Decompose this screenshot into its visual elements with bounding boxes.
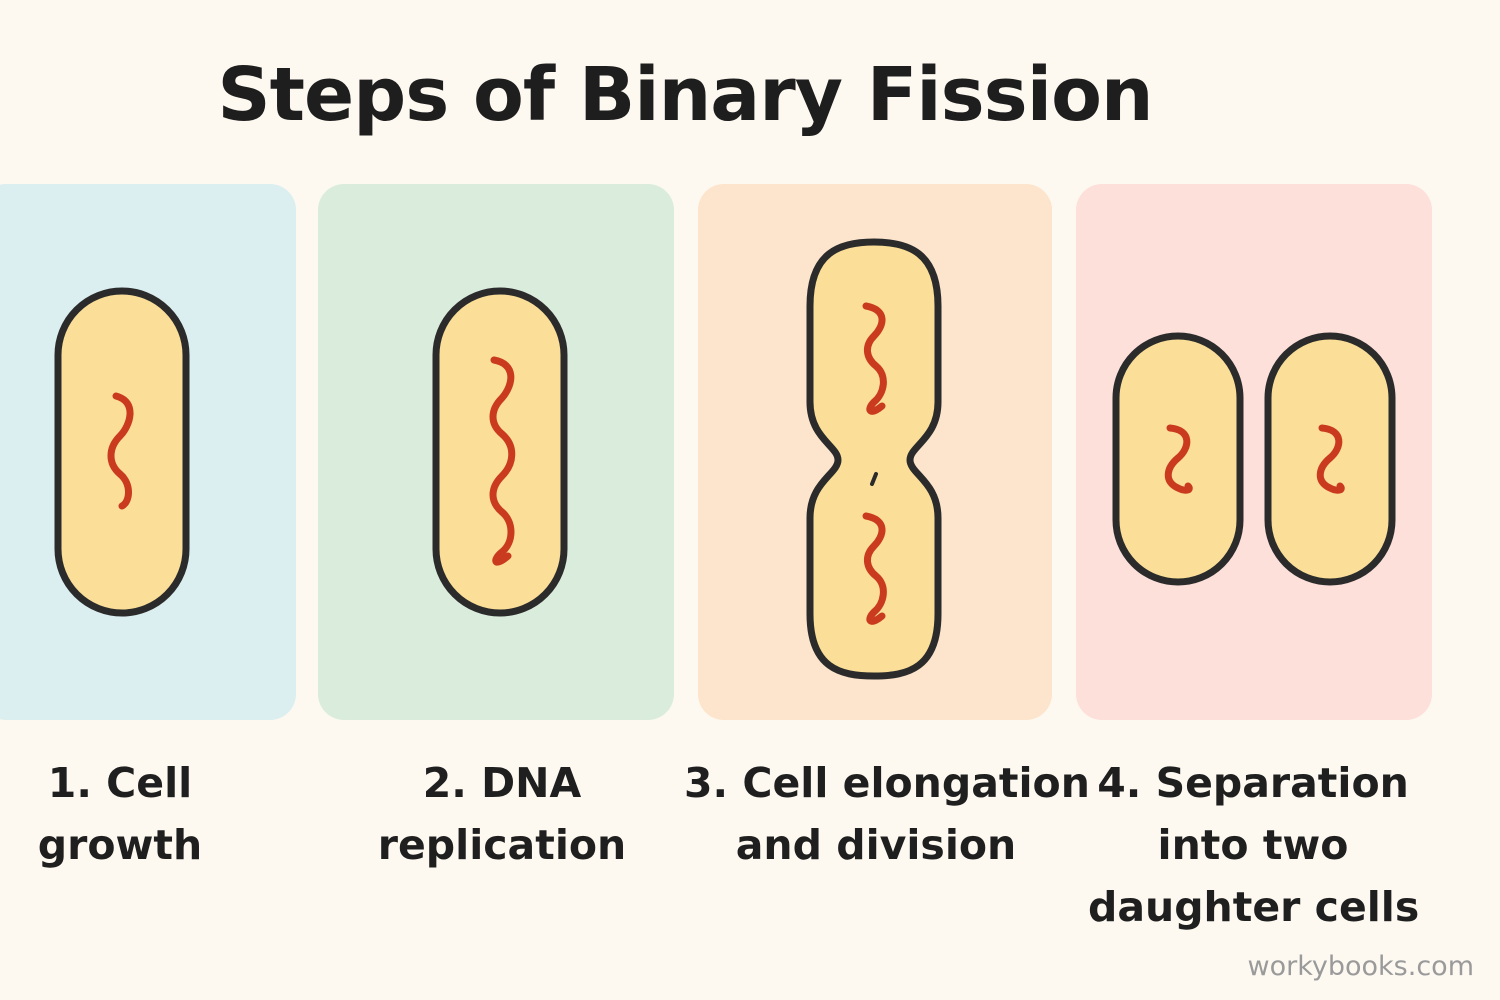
bacterium-cell [54,287,190,617]
cell-growth-illustration [54,287,190,617]
dna-strand-top [862,302,887,415]
dna-strand [489,356,516,566]
dividing-bacterium-cell [806,238,942,680]
division-mark [870,472,878,486]
step-label-3: 3. Cell elongation and division [684,752,1090,876]
step-label-line: 2. DNA [422,759,582,807]
step-label-line: 1. Cell [47,759,193,807]
dna-strand-right [1316,424,1345,494]
diagram-title: Steps of Binary Fission [217,52,1153,138]
step-panel-cell-growth [0,184,296,720]
step-label-1: 1. Cell growth [0,752,240,876]
step-label-line: growth [37,821,203,869]
step-label-line: 4. Separation [1097,759,1409,807]
dna-strand-left [1164,424,1193,494]
dna-replication-illustration [432,287,568,617]
step-panel-cell-elongation [698,184,1052,720]
step-label-2: 2. DNA replication [352,752,652,876]
dna-strand-bottom [862,512,887,625]
step-label-line: into two [1157,821,1349,869]
step-label-line: 3. Cell elongation [684,759,1090,807]
separation-illustration [1112,332,1396,586]
step-label-line: replication [377,821,627,869]
step-panel-separation [1076,184,1432,720]
cell-elongation-illustration [806,238,942,680]
dna-strand [107,392,134,510]
bacterium-cell [432,287,568,617]
step-panel-dna-replication [318,184,674,720]
watermark: workybooks.com [1247,951,1474,982]
step-label-line: daughter cells [1088,883,1420,931]
step-label-4: 4. Separation into two daughter cells [1088,752,1420,938]
step-label-line: and division [735,821,1017,869]
